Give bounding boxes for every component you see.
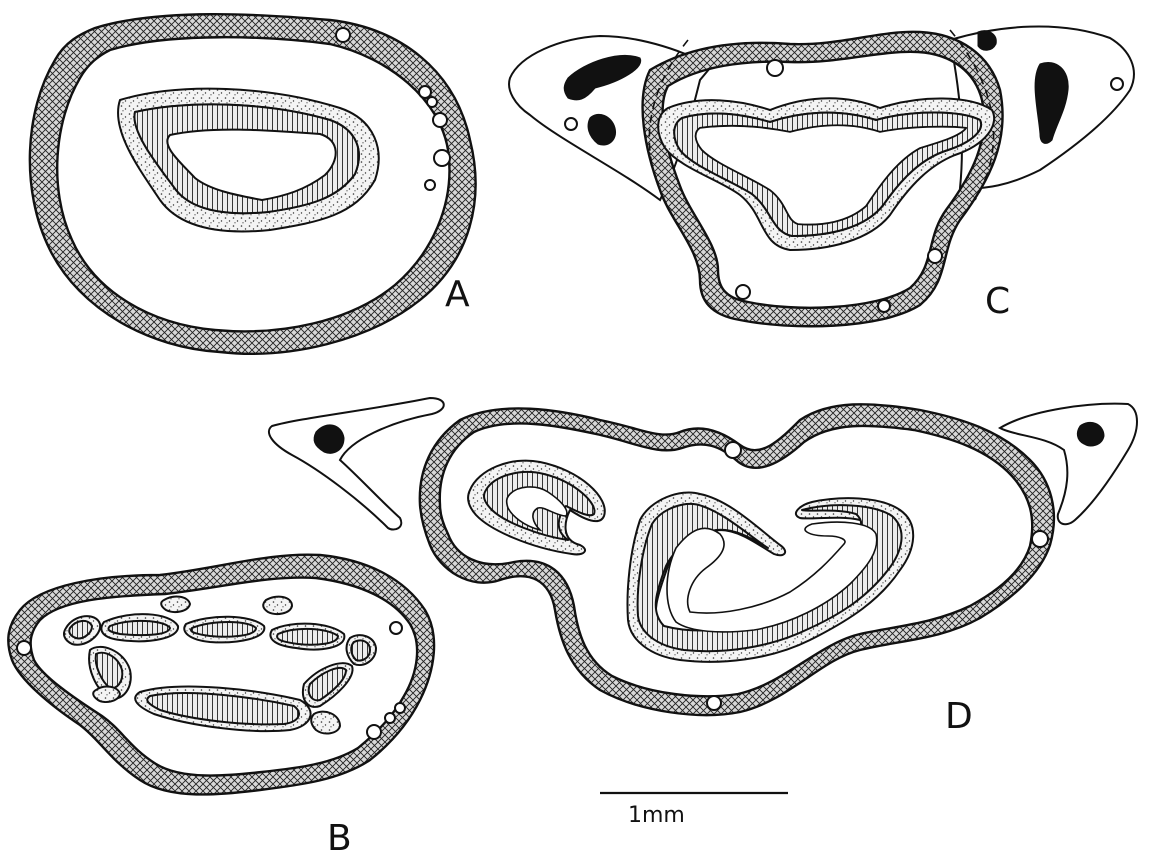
panel-b: B xyxy=(8,555,434,859)
panel-d-left-wing xyxy=(269,398,444,530)
panel-b-pore xyxy=(367,725,381,739)
panel-d-pore xyxy=(1032,531,1048,547)
panel-b-cortex xyxy=(8,555,434,795)
panel-d-black-mark xyxy=(1077,422,1104,446)
panel-c-pore xyxy=(1111,78,1123,90)
panel-b-pore xyxy=(390,622,402,634)
panel-b-strand xyxy=(303,663,353,707)
panel-a-pore xyxy=(419,86,431,98)
panel-b-strand xyxy=(270,624,344,650)
panel-b-strand xyxy=(101,614,178,641)
panel-b-pore xyxy=(17,641,31,655)
panel-b-strand xyxy=(347,635,376,665)
panel-a-pore xyxy=(427,97,437,107)
panel-d-pore xyxy=(725,442,741,458)
panel-b-strand xyxy=(184,617,264,643)
panel-label-a: A xyxy=(445,274,470,315)
panel-c-pore xyxy=(767,60,783,76)
panel-a-pore xyxy=(433,113,447,127)
panel-b-strand xyxy=(93,687,120,702)
panel-c-pore xyxy=(928,249,942,263)
panel-b-strand xyxy=(161,597,190,612)
panel-b-pore xyxy=(385,713,395,723)
panel-b-strand xyxy=(135,687,310,732)
panel-c-black-mark xyxy=(978,31,996,51)
panel-d-pore xyxy=(707,696,721,710)
panel-a-pore xyxy=(434,150,450,166)
panel-c-pore xyxy=(878,300,890,312)
panel-c: C xyxy=(509,26,1134,326)
scale-bar: 1mm xyxy=(600,793,788,828)
panel-label-b: B xyxy=(327,818,352,859)
panel-b-strand xyxy=(311,712,340,734)
panel-a-pore xyxy=(425,180,435,190)
panel-a-pore xyxy=(336,28,350,42)
panel-b-pore xyxy=(395,703,405,713)
panel-c-pore xyxy=(736,285,750,299)
panel-a: A xyxy=(30,14,476,354)
panel-label-d: D xyxy=(945,696,973,737)
panel-b-strand xyxy=(263,597,292,614)
panel-d: D xyxy=(269,398,1137,737)
panel-a-cortex xyxy=(30,14,476,354)
panel-label-c: C xyxy=(985,281,1010,322)
panel-b-strand xyxy=(64,616,100,645)
scale-bar-label: 1mm xyxy=(628,803,685,828)
panel-c-pore xyxy=(565,118,577,130)
